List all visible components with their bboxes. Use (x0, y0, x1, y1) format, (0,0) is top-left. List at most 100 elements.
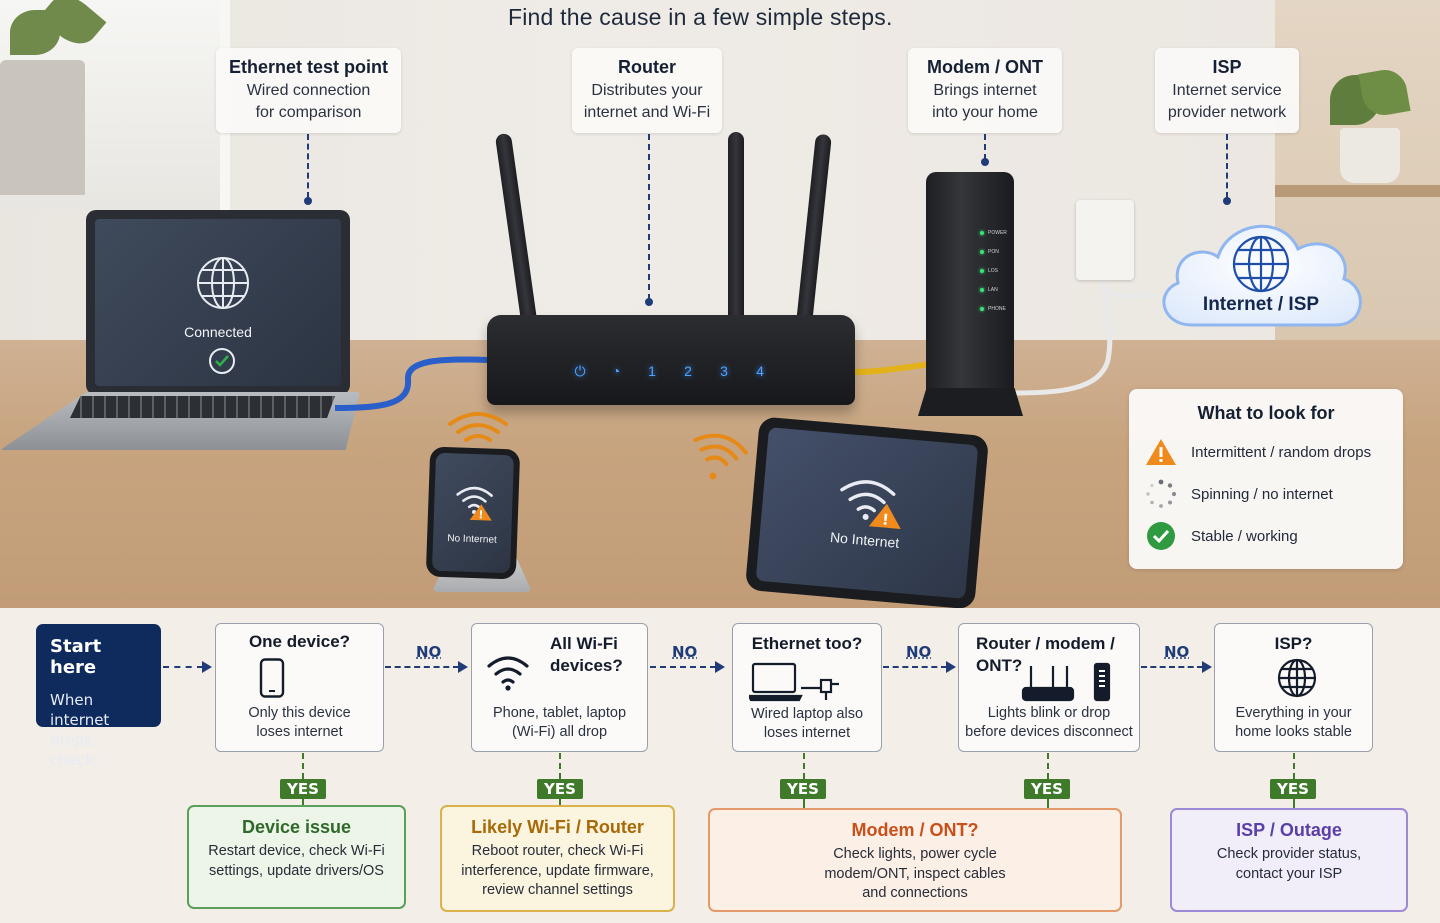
check-circle-icon (1147, 522, 1175, 550)
yes-connector (559, 799, 561, 806)
result-line: contact your ISP (1235, 865, 1343, 882)
connector-dot (304, 197, 312, 205)
question-title: Router / modem / (976, 634, 1115, 653)
result-line: review channel settings (482, 882, 633, 898)
connector-line (307, 134, 309, 198)
result-line: settings, update drivers/OS (209, 862, 384, 879)
result-line: Reboot router, check Wi-Fi (471, 843, 644, 859)
label-title: Modem / ONT (927, 57, 1043, 77)
label-line: Wired connection (246, 82, 371, 99)
modem-led: POWER (980, 230, 1007, 236)
label-line: into your home (932, 104, 1038, 121)
result-title: ISP / Outage (1236, 820, 1342, 840)
label-modem-ont: Modem / ONT Brings internet into your ho… (908, 48, 1062, 133)
check-circle-icon (209, 348, 235, 374)
flow-arrow (1141, 666, 1203, 668)
question-line: loses internet (256, 724, 343, 740)
label-line: for comparison (255, 104, 362, 121)
modem-ont: POWER PON LOS LAN PHONE (926, 172, 1014, 402)
start-here-box: Start here When internet drops, check: (36, 624, 161, 769)
background-plant-pot (0, 60, 85, 195)
modem-led: LAN (980, 287, 998, 293)
cloud-icon (1162, 224, 1362, 327)
label-line: Brings internet (933, 82, 1037, 99)
result-line: and connections (862, 885, 968, 901)
svg-text:!: ! (881, 510, 889, 529)
connector-line (648, 134, 650, 300)
connector-line (984, 134, 986, 160)
warning-icon (1146, 439, 1176, 465)
flow-arrowhead (1202, 661, 1212, 673)
result-title: Device issue (241, 817, 352, 837)
yes-connector (1047, 753, 1049, 779)
question-all-wifi-devices: All Wi-Fi devices? Phone, tablet, laptop… (471, 623, 648, 752)
wifi-signal-icon (693, 433, 748, 480)
yes-connector (803, 753, 805, 779)
laptop-ethernet-icon (749, 662, 839, 702)
yes-label: YES (1024, 779, 1070, 799)
question-isp: ISP? Everything in your home looks stabl… (1214, 623, 1373, 752)
question-router-modem-ont: Router / modem / ONT? Lights blink or dr… (958, 623, 1140, 752)
no-label: NO (672, 643, 698, 661)
smartphone-icon (259, 658, 285, 698)
router-antenna (728, 132, 744, 322)
flow-arrow (163, 666, 203, 668)
label-title: Ethernet test point (228, 57, 388, 77)
legend-label: Spinning / no internet (1191, 485, 1333, 503)
shelf-plant-pot (1340, 128, 1400, 183)
connector-dot (981, 158, 989, 166)
result-line: modem/ONT, inspect cables (824, 865, 1006, 882)
yes-connector (559, 753, 561, 779)
router: ⏻ ◔ 1 2 3 4 (487, 315, 855, 405)
start-title: Start here (50, 636, 102, 678)
no-label: NO (906, 643, 932, 661)
wifi-icon (487, 656, 529, 691)
cloud-label: Internet / ISP (1202, 294, 1320, 315)
port-led: 1 (648, 363, 656, 379)
svg-text:!: ! (478, 508, 483, 521)
yes-connector (302, 753, 304, 779)
router-modem-icon (1021, 662, 1111, 702)
flow-arrow (650, 666, 716, 668)
power-led-icon: ⏻ (574, 363, 586, 379)
laptop-display: Connected (95, 219, 341, 386)
spinner-icon (1146, 479, 1177, 508)
tablet: ! No Internet (744, 416, 990, 610)
label-line: internet and Wi-Fi (583, 104, 711, 121)
phone-display: ! No Internet (431, 452, 515, 574)
flow-arrowhead (458, 661, 468, 673)
question-one-device: One device? Only this device loses inter… (215, 623, 384, 752)
tablet-display: ! No Internet (755, 427, 979, 599)
flow-arrowhead (202, 661, 212, 673)
legend-label: Stable / working (1191, 527, 1298, 545)
port-led: 2 (684, 363, 692, 379)
modem-stand (918, 388, 1023, 416)
yes-connector (1047, 799, 1049, 808)
yes-connector (1293, 753, 1295, 779)
question-title: One device? (248, 632, 351, 651)
wifi-warning-icon: ! (840, 480, 901, 530)
yes-label: YES (1270, 779, 1316, 799)
question-line: Phone, tablet, laptop (492, 705, 627, 721)
legend-title: What to look for (1197, 403, 1335, 423)
question-line: home looks stable (1235, 724, 1352, 740)
label-ethernet-test-point: Ethernet test point Wired connection for… (216, 48, 401, 133)
legend-item: Stable / working (1145, 521, 1298, 551)
smartphone: ! No Internet (425, 446, 521, 580)
flow-arrow (385, 666, 459, 668)
question-line: Wired laptop also (750, 706, 864, 722)
globe-icon (1277, 658, 1317, 698)
flow-arrowhead (946, 661, 956, 673)
result-title: Modem / ONT? (851, 820, 979, 840)
result-line: Restart device, check Wi-Fi (208, 843, 385, 859)
label-line: Internet service (1172, 82, 1282, 99)
question-line: (Wi-Fi) all drop (511, 724, 608, 740)
shelf-board (1275, 185, 1440, 197)
start-line: When internet (50, 691, 110, 729)
laptop-status-label: Connected (184, 324, 252, 340)
question-title: Ethernet too? (751, 634, 863, 653)
laptop-keyboard (70, 396, 335, 418)
wifi-led-icon: ◔ (611, 363, 621, 379)
globe-icon (197, 257, 249, 309)
question-title: ONT? (976, 656, 1023, 675)
